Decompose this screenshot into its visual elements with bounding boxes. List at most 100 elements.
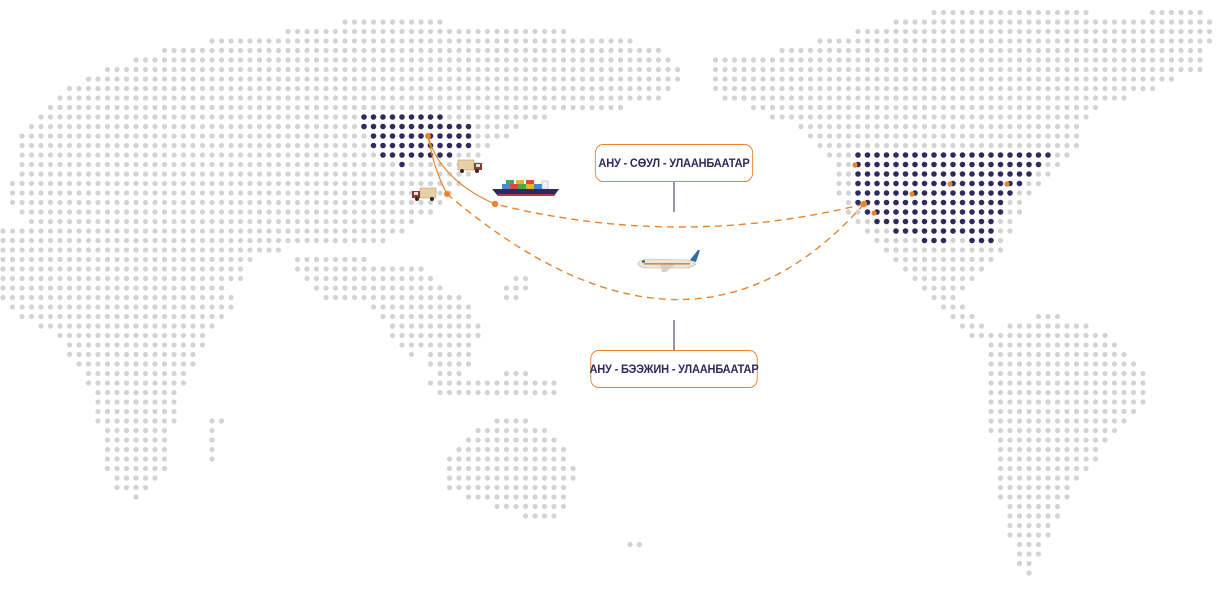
land-dot (522, 465, 529, 472)
land-dot (351, 228, 358, 234)
land-dot (237, 38, 244, 44)
land-dot (1026, 47, 1032, 54)
land-dot (465, 465, 472, 472)
land-dot (1045, 313, 1051, 320)
land-dot (66, 95, 73, 101)
land-dot (826, 133, 833, 139)
land-dot (969, 133, 975, 139)
land-dot (389, 104, 396, 111)
land-dot (1073, 465, 1080, 472)
land-dot (959, 256, 966, 263)
land-dot (218, 228, 225, 234)
usa-dot (997, 180, 1004, 187)
land-dot (731, 95, 738, 101)
land-dot (836, 161, 842, 168)
land-dot (247, 114, 253, 120)
land-dot (114, 85, 120, 92)
land-dot (161, 47, 168, 54)
land-dot (152, 285, 158, 291)
land-dot (893, 28, 899, 35)
land-dot (9, 285, 16, 291)
land-dot (503, 133, 510, 139)
land-dot (237, 228, 244, 234)
land-dot (171, 237, 177, 244)
land-dot (152, 218, 158, 225)
land-dot (342, 152, 348, 158)
land-dot (598, 47, 605, 54)
land-dot (123, 294, 130, 301)
usa-dot (969, 171, 975, 177)
land-dot (171, 123, 177, 130)
land-dot (1016, 209, 1023, 215)
land-dot (47, 323, 54, 329)
land-dot (0, 275, 6, 282)
land-dot (133, 85, 139, 92)
land-dot (484, 456, 491, 462)
land-dot (551, 38, 557, 44)
land-dot (1035, 380, 1042, 386)
usa-dot (912, 171, 918, 177)
land-dot (133, 256, 139, 263)
land-dot (361, 294, 367, 301)
land-dot (123, 171, 130, 177)
land-dot (532, 57, 538, 63)
land-dot (28, 180, 35, 187)
land-dot (969, 47, 975, 54)
usa-dot (921, 161, 928, 168)
land-dot (152, 342, 158, 348)
usa-dot (883, 152, 890, 158)
land-dot (199, 66, 206, 73)
land-dot (332, 38, 339, 44)
land-dot (85, 114, 92, 120)
land-dot (275, 76, 282, 82)
land-dot (180, 161, 187, 168)
land-dot (921, 256, 928, 263)
land-dot (807, 104, 814, 111)
land-dot (161, 180, 168, 187)
land-dot (541, 446, 548, 453)
land-dot (988, 95, 994, 101)
land-dot (456, 361, 462, 367)
land-dot (912, 85, 918, 92)
land-dot (798, 76, 804, 82)
land-dot (19, 294, 25, 301)
land-dot (76, 351, 82, 358)
usa-highlight (855, 152, 1051, 244)
land-dot (1159, 66, 1165, 73)
land-dot (190, 199, 196, 206)
land-dot (304, 76, 310, 82)
land-dot (266, 228, 272, 234)
land-dot (1064, 494, 1070, 500)
land-dot (95, 304, 101, 310)
land-dot (313, 266, 320, 272)
land-dot (114, 304, 120, 310)
land-dot (893, 76, 899, 82)
land-dot (133, 380, 139, 386)
land-dot (114, 370, 120, 377)
land-dot (218, 199, 225, 206)
land-dot (228, 180, 234, 187)
land-dot (826, 38, 833, 44)
land-dot (551, 475, 557, 481)
land-dot (1111, 57, 1118, 63)
land-dot (76, 171, 82, 177)
land-dot (1045, 427, 1051, 434)
land-dot (1007, 484, 1013, 491)
land-dot (997, 123, 1004, 130)
land-dot (342, 114, 348, 120)
land-dot (237, 133, 244, 139)
land-dot (123, 475, 130, 481)
land-dot (921, 66, 928, 73)
land-dot (437, 294, 443, 301)
land-dot (361, 237, 367, 244)
land-dot (1054, 9, 1061, 16)
land-dot (294, 190, 301, 196)
land-dot (1016, 484, 1023, 491)
land-dot (57, 275, 63, 282)
land-dot (1045, 484, 1051, 491)
land-dot (465, 361, 472, 367)
land-dot (304, 209, 310, 215)
land-dot (66, 209, 73, 215)
land-dot (256, 85, 263, 92)
land-dot (152, 190, 158, 196)
